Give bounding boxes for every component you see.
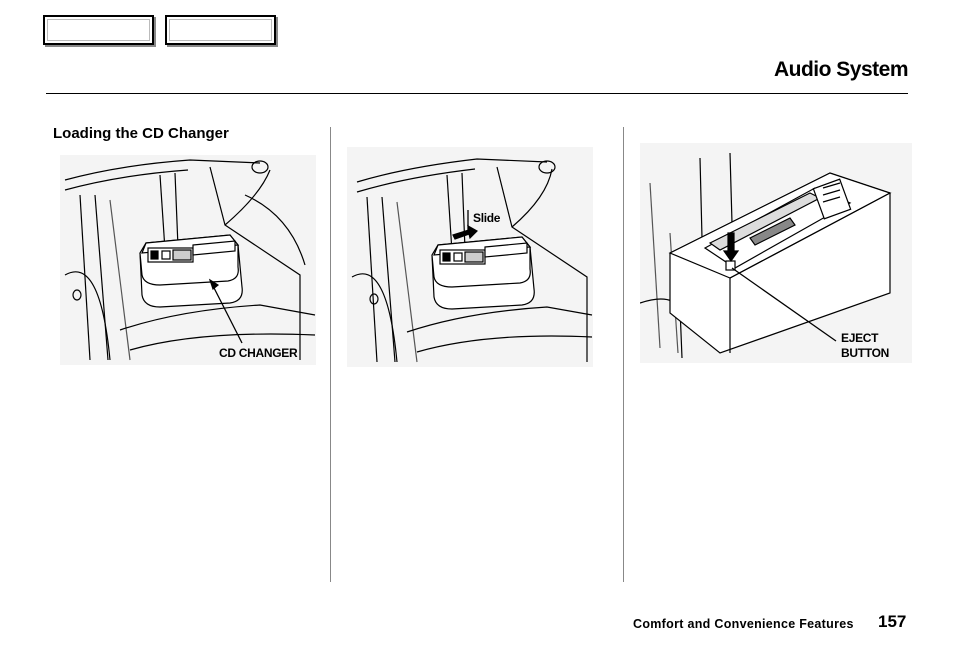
callout-eject-line1: EJECT	[841, 331, 879, 345]
footer-section-title: Comfort and Convenience Features	[633, 617, 854, 631]
column-divider-1	[330, 127, 331, 582]
nav-button-1-frame	[47, 19, 150, 41]
header-divider	[46, 93, 908, 94]
figure-slide-cover	[347, 147, 593, 367]
page-number: 157	[878, 612, 907, 631]
callout-cd-changer: CD CHANGER	[219, 346, 298, 360]
callout-eject-line2: BUTTON	[841, 346, 889, 360]
page-title: Audio System	[773, 58, 909, 81]
callout-slide: Slide	[473, 211, 501, 225]
nav-button-2[interactable]	[165, 15, 276, 45]
nav-button-1[interactable]	[43, 15, 154, 45]
section-heading: Loading the CD Changer	[53, 125, 229, 142]
figure-eject-button	[640, 143, 912, 363]
column-divider-2	[623, 127, 624, 582]
nav-button-2-frame	[169, 19, 272, 41]
figure-cd-changer	[60, 155, 316, 365]
